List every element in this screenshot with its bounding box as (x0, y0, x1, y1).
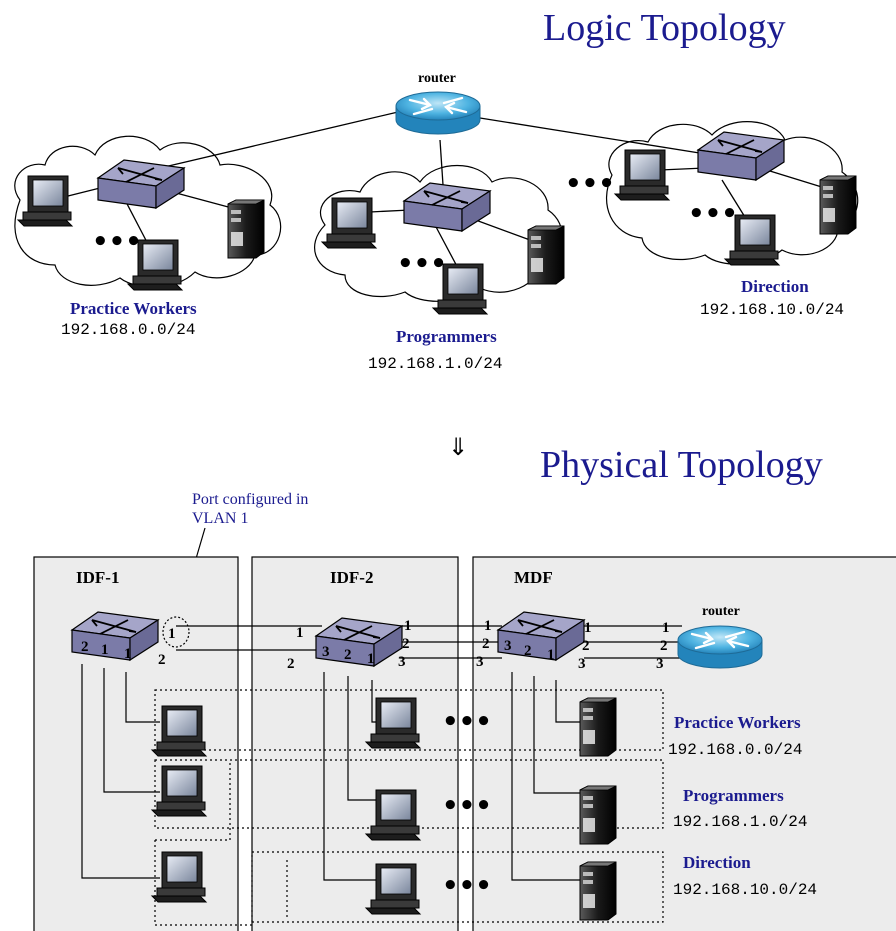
logic-ellipsis-4: ••• (688, 199, 738, 229)
logic-router-icon (394, 90, 482, 136)
port-mdf-l1: 1 (484, 618, 492, 634)
port-idf2-l2: 2 (287, 656, 295, 672)
logic-lan-name-direction: Direction (741, 277, 809, 296)
logic-lan-name-programmers: Programmers (396, 327, 497, 346)
logic-ellipsis-3: ••• (565, 169, 615, 199)
physical-ellipsis-1: ••• (442, 707, 492, 737)
port-idf2-b1: 1 (367, 651, 375, 667)
cloud-practice-workers (14, 135, 282, 288)
logic-tower-icon-3 (819, 175, 857, 235)
room-idf2 (251, 556, 459, 931)
port-mdf-r3: 3 (578, 656, 586, 672)
physical-topology-title: Physical Topology (540, 444, 823, 486)
physical-router-label: router (702, 604, 740, 619)
logic-router-label: router (418, 71, 456, 86)
logic-ellipsis-2: ••• (397, 249, 447, 279)
port-idf1-b1b: 1 (124, 646, 132, 662)
port-mdf-b2: 2 (524, 643, 532, 659)
vlan-note-line2: VLAN 1 (192, 510, 248, 527)
down-arrow-icon: ⇓ (448, 433, 468, 461)
vlan-groups (154, 689, 664, 926)
port-idf2-b2: 2 (344, 647, 352, 663)
vlan-subnet-direction: 192.168.10.0/24 (673, 881, 817, 899)
logic-lan-subnet-direction: 192.168.10.0/24 (700, 301, 844, 319)
vlan-name-practice-workers: Practice Workers (674, 713, 801, 732)
port-router-l3: 3 (656, 656, 664, 672)
room-label-idf2: IDF-2 (330, 568, 373, 587)
port-mdf-b1: 1 (547, 647, 555, 663)
vlan-name-programmers: Programmers (683, 786, 784, 805)
logic-lan-subnet-programmers: 192.168.1.0/24 (368, 355, 502, 373)
mdf-tower-icon-2 (579, 785, 617, 845)
vlan-note-line1: Port configured in (192, 491, 308, 508)
logic-lan-name-practice-workers: Practice Workers (70, 299, 197, 318)
port-mdf-r2: 2 (582, 638, 590, 654)
port-idf2-b3: 3 (322, 644, 330, 660)
mdf-tower-icon-3 (579, 861, 617, 921)
physical-links (81, 625, 682, 881)
port-idf1-b2: 2 (81, 639, 89, 655)
room-label-mdf: MDF (514, 568, 553, 587)
cloud-direction (606, 121, 859, 265)
physical-router-icon (676, 624, 764, 670)
port-idf1-b1a: 1 (101, 642, 109, 658)
logic-tower-icon-2 (527, 225, 565, 285)
physical-ellipsis-3: ••• (442, 871, 492, 901)
vlan-name-direction: Direction (683, 853, 751, 872)
port-mdf-l3: 3 (476, 654, 484, 670)
port-idf1-r2: 2 (158, 652, 166, 668)
room-idf1 (33, 556, 239, 931)
room-label-idf1: IDF-1 (76, 568, 119, 587)
port-idf2-r3: 3 (398, 654, 406, 670)
mdf-tower-icon-1 (579, 697, 617, 757)
vlan-subnet-programmers: 192.168.1.0/24 (673, 813, 807, 831)
vlan-subnet-practice-workers: 192.168.0.0/24 (668, 741, 802, 759)
port-router-l1: 1 (662, 620, 670, 636)
port-idf2-l1: 1 (296, 625, 304, 641)
port-mdf-b3: 3 (504, 638, 512, 654)
vlan1-port-highlight (162, 616, 190, 648)
port-idf1-r1: 1 (168, 626, 176, 642)
port-idf2-r1: 1 (404, 618, 412, 634)
port-router-l2: 2 (660, 638, 668, 654)
port-mdf-l2: 2 (482, 636, 490, 652)
port-idf2-r2: 2 (402, 636, 410, 652)
physical-ellipsis-2: ••• (442, 791, 492, 821)
logic-ellipsis-1: ••• (92, 227, 142, 257)
port-mdf-r1: 1 (584, 620, 592, 636)
logic-lan-subnet-practice-workers: 192.168.0.0/24 (61, 321, 195, 339)
logic-tower-icon-1 (227, 199, 265, 259)
logic-topology-title: Logic Topology (543, 7, 786, 49)
